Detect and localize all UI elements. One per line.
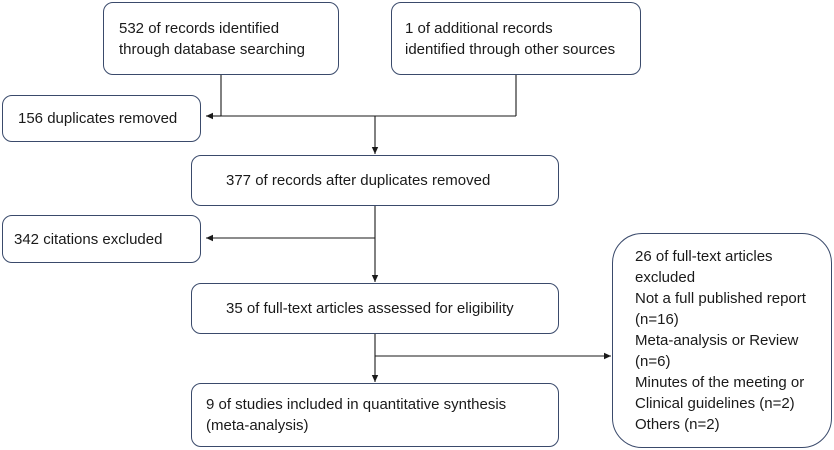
fulltext-excluded-box: 26 of full-text articles excluded Not a … — [612, 233, 832, 448]
included-text: 9 of studies included in quantitative sy… — [206, 396, 507, 434]
duplicates-removed-box: 156 duplicates removed — [2, 95, 201, 142]
full-text-assessed-text: 35 of full-text articles assessed for el… — [226, 300, 514, 317]
other-sources-text: 1 of additional records identified throu… — [405, 19, 616, 58]
duplicates-removed-text: 156 duplicates removed — [18, 110, 178, 127]
after-duplicates-box: 377 of records after duplicates removed — [191, 155, 559, 206]
citations-excluded-text: 342 citations excluded — [14, 230, 163, 248]
db-search-box: 532 of records identified through databa… — [103, 2, 339, 75]
other-sources-box: 1 of additional records identified throu… — [391, 2, 641, 75]
full-text-assessed-box: 35 of full-text articles assessed for el… — [191, 283, 559, 334]
included-box: 9 of studies included in quantitative sy… — [191, 383, 559, 447]
citations-excluded-box: 342 citations excluded — [2, 215, 201, 263]
after-duplicates-text: 377 of records after duplicates removed — [226, 172, 491, 189]
db-search-text: 532 of records identified through databa… — [119, 19, 305, 58]
fulltext-excluded-text: 26 of full-text articles excluded Not a … — [635, 248, 806, 433]
